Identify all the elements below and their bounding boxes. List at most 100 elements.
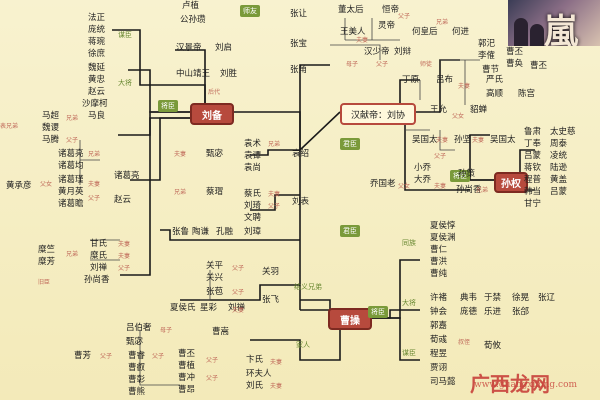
- person-jia-xu[interactable]: 贾诩: [430, 363, 448, 373]
- person-jiang-wan[interactable]: 蒋琬: [88, 37, 106, 47]
- person-chen-gong[interactable]: 陈宫: [518, 89, 536, 99]
- person-lu-meng-2[interactable]: 吕蒙: [550, 187, 568, 197]
- person-ling-di[interactable]: 灵帝: [378, 21, 396, 31]
- person-yuan-tan[interactable]: 袁谭: [244, 151, 262, 161]
- person-gan-shi[interactable]: 甘氏: [90, 239, 108, 249]
- person-huang-yueying[interactable]: 黄月英: [58, 187, 84, 197]
- person-huang-gai[interactable]: 黄盖: [550, 175, 568, 185]
- person-zhongshan-wang[interactable]: 中山靖王: [176, 69, 211, 79]
- person-sun-jian[interactable]: 孙坚: [454, 135, 472, 145]
- person-ma-su[interactable]: 魏谡: [42, 123, 60, 133]
- person-liu-sheng[interactable]: 刘胜: [220, 69, 238, 79]
- person-mi-fang[interactable]: 糜芳: [38, 257, 56, 267]
- person-kong-rong[interactable]: 孔融: [216, 227, 234, 237]
- person-liu-bian[interactable]: 刘辩: [394, 47, 412, 57]
- person-dian-wei[interactable]: 典韦: [460, 293, 478, 303]
- person-sun-ce[interactable]: 孙策: [458, 169, 476, 179]
- person-he-jin[interactable]: 何进: [452, 27, 470, 37]
- person-ma-teng[interactable]: 马腾: [42, 135, 60, 145]
- person-cao-rui[interactable]: 曹睿: [128, 351, 146, 361]
- person-zhuge-jin[interactable]: 诸葛瑾: [58, 175, 84, 185]
- person-cao-zhi[interactable]: 曹植: [178, 361, 196, 371]
- person-ma-liang[interactable]: 马良: [88, 111, 106, 121]
- hub-xian-di[interactable]: 汉献帝：刘协: [340, 103, 416, 125]
- person-huang-zhong[interactable]: 黄忠: [88, 75, 106, 85]
- person-guan-xing[interactable]: 关兴: [206, 273, 224, 283]
- person-cao-rui-2[interactable]: 曹叡: [128, 363, 146, 373]
- person-han-shaodi[interactable]: 汉少帝: [364, 47, 390, 57]
- person-cao-hong[interactable]: 曹洪: [430, 257, 448, 267]
- person-cao-chong[interactable]: 曹冲: [178, 373, 196, 383]
- person-he-huanghou[interactable]: 何皇后: [412, 27, 438, 37]
- person-sima-yi[interactable]: 司马懿: [430, 377, 456, 387]
- person-cao-fang[interactable]: 曹芳: [74, 351, 92, 361]
- person-wu-guotai-2[interactable]: 吴国太: [490, 135, 516, 145]
- person-lu-xun[interactable]: 陆逊: [550, 163, 568, 173]
- person-gan-ning[interactable]: 甘宁: [524, 199, 542, 209]
- person-jiang-qin[interactable]: 蒋钦: [524, 163, 542, 173]
- person-guan-ping[interactable]: 关平: [206, 261, 224, 271]
- person-gao-shun[interactable]: 高顺: [486, 89, 504, 99]
- person-yue-jin[interactable]: 乐进: [484, 307, 502, 317]
- person-da-qiao[interactable]: 大乔: [414, 175, 432, 185]
- person-lu-su[interactable]: 鲁肃: [524, 127, 542, 137]
- person-xiahou-yuan[interactable]: 夏侯渊: [430, 233, 456, 243]
- person-cao-pi-3[interactable]: 曹丕: [178, 349, 196, 359]
- person-yan-shi[interactable]: 严氏: [486, 75, 504, 85]
- person-zhang-rang[interactable]: 张让: [290, 9, 308, 19]
- person-liu-shan-2[interactable]: 刘禅: [228, 303, 246, 313]
- person-cao-pi-2[interactable]: 曹丕: [530, 61, 548, 71]
- person-zhen-mi[interactable]: 甄宓: [206, 149, 224, 159]
- person-cao-ang[interactable]: 曹昂: [178, 385, 196, 395]
- hub-liu-bei[interactable]: 刘备: [190, 103, 234, 125]
- person-cai-shi[interactable]: 蔡氏: [244, 189, 262, 199]
- person-huan-di[interactable]: 恒帝: [382, 5, 400, 15]
- person-guo-si[interactable]: 郭汜: [478, 39, 496, 49]
- person-huang-chengyan[interactable]: 黄承彦: [6, 181, 32, 191]
- person-yuan-shu[interactable]: 袁术: [244, 139, 262, 149]
- person-liu-biao[interactable]: 刘表: [292, 197, 310, 207]
- person-qiao-guolao[interactable]: 乔国老: [370, 179, 396, 189]
- person-cao-song[interactable]: 曹嵩: [212, 327, 230, 337]
- hub-cao-cao[interactable]: 曹操: [328, 308, 372, 330]
- person-pang-tong[interactable]: 庞统: [88, 25, 106, 35]
- person-zhuge-liang[interactable]: 诸葛亮: [58, 149, 84, 159]
- person-xun-yu[interactable]: 荀彧: [430, 335, 448, 345]
- person-yuan-shao[interactable]: 袁绍: [292, 149, 310, 159]
- person-zhang-bao-2[interactable]: 张苞: [206, 287, 224, 297]
- person-cao-ren[interactable]: 曹仁: [430, 245, 448, 255]
- person-zhou-tai[interactable]: 周泰: [550, 139, 568, 149]
- person-bian-shi[interactable]: 卞氏: [246, 355, 264, 365]
- person-zhao-yun[interactable]: 赵云: [88, 87, 106, 97]
- person-han-dang[interactable]: 韩当: [524, 187, 542, 197]
- person-cao-pi[interactable]: 曹丕: [506, 47, 524, 57]
- person-sun-shangxiang[interactable]: 孙尚香: [84, 275, 110, 285]
- person-xiao-qiao[interactable]: 小乔: [414, 163, 432, 173]
- person-liu-shi[interactable]: 刘氏: [246, 381, 264, 391]
- person-mi-zhu[interactable]: 糜竺: [38, 245, 56, 255]
- person-wen-pin[interactable]: 文聘: [244, 213, 262, 223]
- person-fa-zheng[interactable]: 法正: [88, 13, 106, 23]
- person-zhang-fei[interactable]: 张飞: [262, 295, 280, 305]
- person-gongsun-zan[interactable]: 公孙瓒: [180, 15, 206, 25]
- person-zhang-he[interactable]: 张郃: [512, 307, 530, 317]
- person-cao-chun[interactable]: 曹纯: [430, 269, 448, 279]
- person-zhen-mi-2[interactable]: 甄宓: [126, 337, 144, 347]
- person-zhang-liao[interactable]: 张辽: [538, 293, 556, 303]
- person-lu-boshe[interactable]: 吕伯奢: [126, 323, 152, 333]
- person-pang-de[interactable]: 庞德: [460, 307, 478, 317]
- person-zhang-jiao[interactable]: 张角: [290, 65, 308, 75]
- person-xiahou-shi[interactable]: 夏侯氏: [170, 303, 196, 313]
- person-li-jue[interactable]: 李傕: [478, 51, 496, 61]
- person-xiahou-dun[interactable]: 夏侯惇: [430, 221, 456, 231]
- person-sun-shangxiang-2[interactable]: 孙尚香: [456, 185, 482, 195]
- person-han-jingdi[interactable]: 汉景帝: [176, 43, 202, 53]
- person-zhang-lu[interactable]: 张鲁: [172, 227, 190, 237]
- person-lu-bu[interactable]: 吕布: [436, 75, 454, 85]
- person-yuan-shang[interactable]: 袁尚: [244, 163, 262, 173]
- person-zhao-yun-2[interactable]: 赵云: [114, 195, 132, 205]
- person-zhang-bao[interactable]: 张宝: [290, 39, 308, 49]
- person-shamoke[interactable]: 沙摩柯: [82, 99, 108, 109]
- person-diao-chan[interactable]: 貂蝉: [470, 105, 488, 115]
- person-wei-yan[interactable]: 魏延: [88, 63, 106, 73]
